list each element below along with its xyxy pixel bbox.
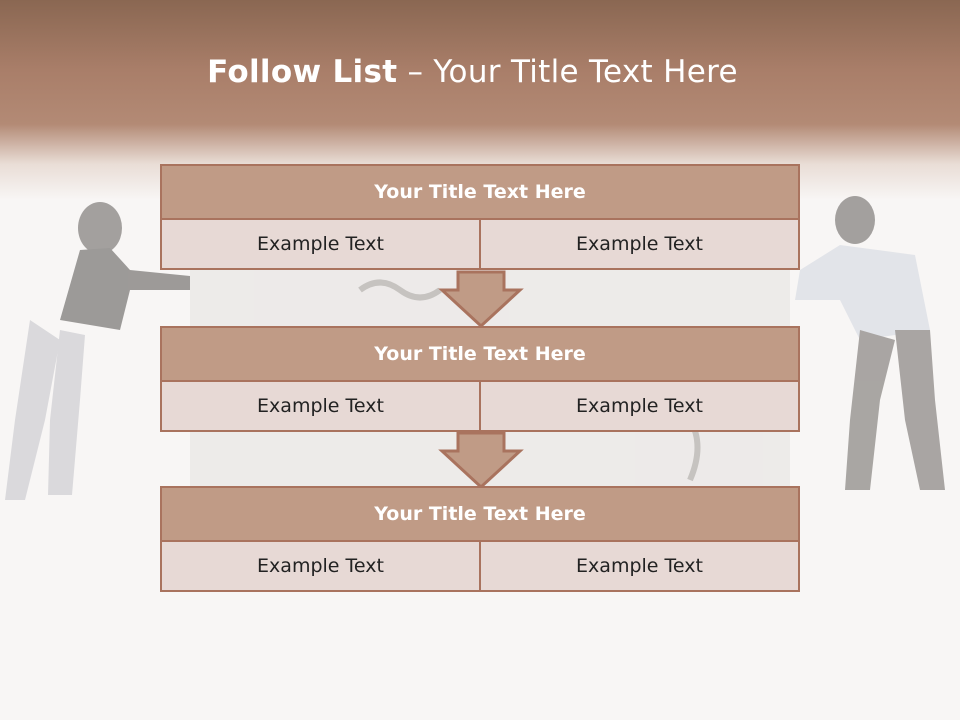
block-title: Your Title Text Here xyxy=(160,486,800,542)
block-cell-right: Example Text xyxy=(479,220,798,268)
down-arrow-icon xyxy=(438,270,524,329)
title-bold: Follow List xyxy=(207,54,398,90)
block-cell-right: Example Text xyxy=(479,382,798,430)
block-cell-left: Example Text xyxy=(257,233,384,255)
block-cell-left: Example Text xyxy=(257,395,384,417)
list-block-3: Your Title Text Here Example Text Exampl… xyxy=(160,486,800,592)
block-row: Example Text Example Text xyxy=(160,542,800,592)
block-cell-right: Example Text xyxy=(479,542,798,590)
title-rest: – Your Title Text Here xyxy=(397,54,738,90)
block-row: Example Text Example Text xyxy=(160,220,800,270)
block-title: Your Title Text Here xyxy=(160,164,800,220)
down-arrow-icon xyxy=(438,431,524,490)
list-block-1: Your Title Text Here Example Text Exampl… xyxy=(160,164,800,270)
block-title: Your Title Text Here xyxy=(160,326,800,382)
slide-title: Follow List – Your Title Text Here xyxy=(0,54,945,90)
block-row: Example Text Example Text xyxy=(160,382,800,432)
block-cell-left: Example Text xyxy=(257,555,384,577)
list-block-2: Your Title Text Here Example Text Exampl… xyxy=(160,326,800,432)
